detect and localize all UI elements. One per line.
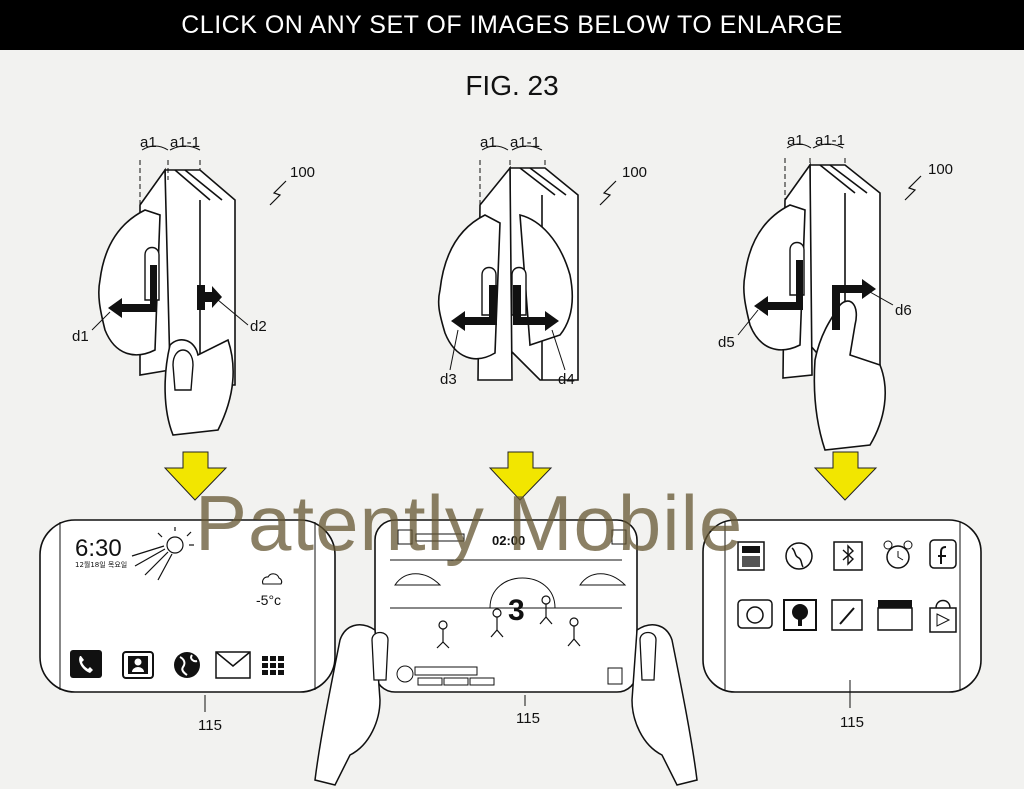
label-a1: a1: [787, 132, 804, 149]
arrow-d4: [513, 285, 559, 331]
arrow-d6: [824, 279, 876, 330]
label-screen-115: 115: [516, 710, 540, 727]
banner-text: CLICK ON ANY SET OF IMAGES BELOW TO ENLA…: [181, 10, 843, 39]
apps-grid-icon[interactable]: [262, 656, 284, 675]
top-banner[interactable]: CLICK ON ANY SET OF IMAGES BELOW TO ENLA…: [0, 0, 1024, 50]
camera-icon[interactable]: [737, 599, 773, 629]
yellow-arrow-1: [163, 451, 228, 501]
globe-icon[interactable]: [174, 652, 200, 678]
arrow-d5: [754, 260, 803, 316]
panel-1: a1 a1-1 100 d1 d2: [72, 134, 315, 436]
yellow-arrow-3: [813, 451, 878, 501]
label-d4: d4: [558, 371, 575, 388]
panel-2: a1 a1-1 100 d3 d4: [437, 134, 647, 388]
arrow-d3: [451, 285, 497, 331]
left-hand-holding: [314, 624, 381, 786]
label-a1-1: a1-1: [170, 134, 200, 151]
bluetooth-icon[interactable]: [833, 541, 863, 571]
clapperboard-icon[interactable]: [877, 600, 913, 631]
label-device-100: 100: [622, 164, 647, 181]
mail-icon[interactable]: [215, 651, 251, 679]
label-device-100: 100: [928, 161, 953, 178]
transition-arrows: [163, 451, 878, 501]
arrow-d2: [197, 285, 222, 310]
temperature: -5°c: [256, 592, 281, 608]
sun-icon: [131, 527, 194, 581]
left-hand-3: [743, 204, 806, 351]
alarm-clock-icon[interactable]: [883, 540, 913, 569]
label-device-100: 100: [290, 164, 315, 181]
home-screen: 6:30 12월18일 목요일 -5°c: [39, 519, 336, 734]
right-hand-2: [519, 213, 574, 347]
label-d1: d1: [72, 328, 89, 345]
left-hand-1: [98, 209, 161, 356]
phone-icon[interactable]: [70, 650, 102, 678]
watermark: Patently Mobile: [195, 479, 744, 567]
game-countdown: 3: [508, 594, 525, 627]
calculator-icon[interactable]: [737, 541, 765, 571]
arrow-d1: [108, 265, 157, 318]
label-d5: d5: [718, 334, 735, 351]
facebook-icon[interactable]: [929, 539, 957, 569]
cloud-icon: [262, 573, 283, 585]
yellow-arrow-2: [488, 451, 553, 501]
contacts-icon[interactable]: [122, 651, 154, 679]
gallery-icon[interactable]: [783, 599, 817, 631]
clock-date: 12월18일 목요일: [75, 560, 127, 569]
figure-title: FIG. 23: [465, 70, 559, 101]
label-d3: d3: [440, 371, 457, 388]
label-a1-1: a1-1: [815, 132, 845, 149]
globe-icon[interactable]: [785, 542, 813, 570]
game-screen: 02:00 3 115: [314, 519, 698, 786]
clock-time: 6:30: [75, 535, 122, 562]
label-a1: a1: [140, 134, 157, 151]
store-bag-icon[interactable]: [929, 599, 957, 633]
label-screen-115: 115: [198, 717, 222, 734]
label-d2: d2: [250, 318, 267, 335]
apps-screen: 115: [702, 519, 982, 731]
label-screen-115: 115: [840, 714, 864, 731]
notes-icon[interactable]: [831, 599, 863, 631]
player-figures: [436, 595, 581, 649]
label-a1: a1: [480, 134, 497, 151]
label-d6: d6: [895, 302, 912, 319]
game-timer: 02:00: [492, 533, 525, 548]
panel-3: a1 a1-1 100 d5 d6: [718, 132, 953, 451]
label-a1-1: a1-1: [510, 134, 540, 151]
